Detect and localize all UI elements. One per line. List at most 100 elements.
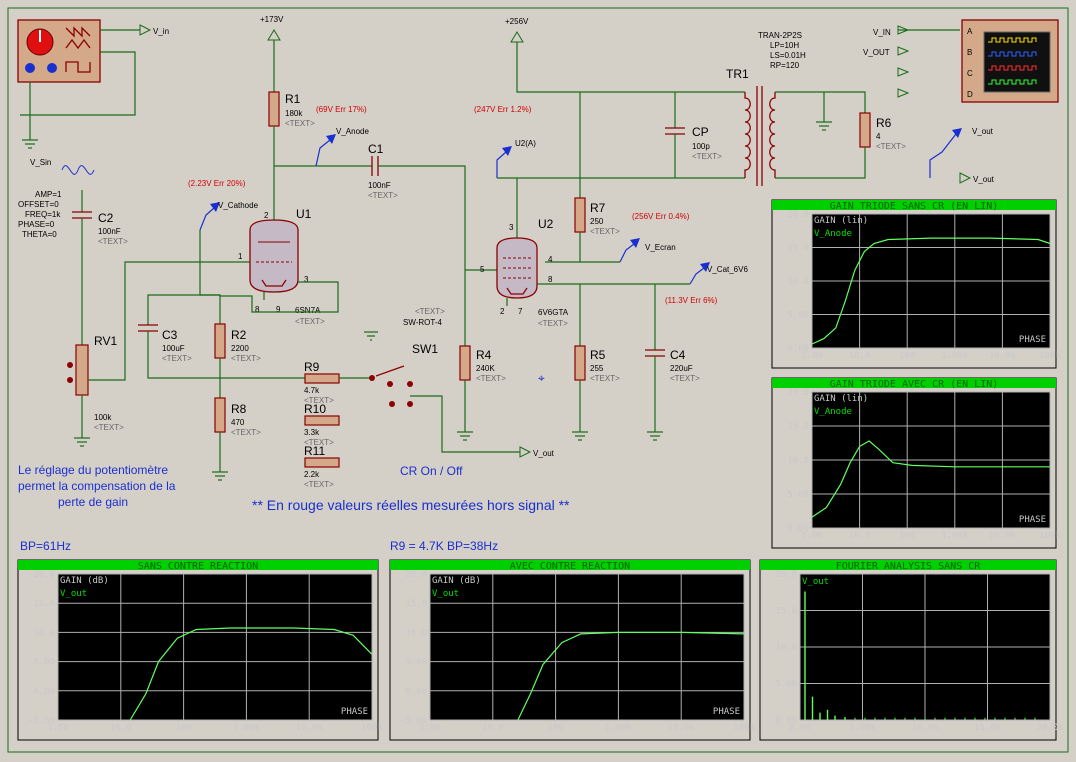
r11-body[interactable] bbox=[304, 457, 340, 468]
r6-text: <TEXT> bbox=[876, 142, 906, 151]
u1-pin-2: 2 bbox=[264, 211, 269, 220]
r10-value: 3.3k bbox=[304, 428, 320, 437]
u2-pin-4: 4 bbox=[548, 255, 553, 264]
cursor-marker: ⌖ bbox=[538, 371, 545, 385]
r9-ref: R9 bbox=[304, 360, 320, 374]
r7-body[interactable] bbox=[574, 197, 586, 233]
cat-measured: (11.3V Err 6%) bbox=[665, 296, 718, 305]
graph-trace-label: V_out bbox=[60, 589, 87, 599]
graph-x-tick: 100 bbox=[899, 531, 915, 541]
r9-body[interactable] bbox=[304, 373, 340, 384]
probe-u2a: U2(A) bbox=[515, 139, 536, 148]
graph-trace bbox=[811, 440, 1050, 518]
tr1-transformer[interactable] bbox=[744, 86, 776, 186]
u2-pin-8: 8 bbox=[548, 275, 553, 284]
graph-x-tick: 1.00k bbox=[941, 351, 969, 361]
graph-x-tick: 0.00 bbox=[789, 723, 811, 733]
graph-y-tick: 15.0 bbox=[405, 599, 427, 609]
u2-pin-5: 5 bbox=[480, 265, 485, 274]
graph-y-label: GAIN (dB) bbox=[60, 576, 109, 586]
sin-param-amp: AMP=1 bbox=[35, 190, 62, 199]
graph-y-tick: 15.0 bbox=[787, 422, 809, 432]
u1-text: <TEXT> bbox=[295, 317, 325, 326]
probe-anode: V_Anode bbox=[336, 127, 369, 136]
graph-fourier-analysis[interactable]: FOURIER ANALYSIS SANS CR 0.00 5.00k 10.0k 15… bbox=[759, 559, 1064, 741]
u1-pin-9: 9 bbox=[276, 305, 281, 314]
graph-trace-label: V_Anode bbox=[814, 229, 852, 239]
r2-value: 2200 bbox=[231, 344, 249, 353]
graph-x-tick: 10.0k bbox=[911, 723, 939, 733]
r10-ref: R10 bbox=[304, 402, 326, 416]
cp-text: <TEXT> bbox=[692, 152, 722, 161]
vsin-label: V_Sin bbox=[30, 158, 51, 167]
r7-text: <TEXT> bbox=[590, 227, 620, 236]
graph-phase-label: PHASE bbox=[1019, 335, 1046, 345]
r6-value: 4 bbox=[876, 132, 881, 141]
r1-ref: R1 bbox=[285, 92, 301, 106]
signal-generator[interactable] bbox=[17, 19, 101, 83]
cp-value: 100p bbox=[692, 142, 710, 151]
graph-title: FOURIER ANALYSIS SANS CR bbox=[836, 561, 981, 572]
oscilloscope[interactable] bbox=[961, 19, 1059, 103]
supply-173v: +173V bbox=[260, 15, 284, 24]
cp-ref: CP bbox=[692, 125, 709, 139]
r4-ref: R4 bbox=[476, 348, 492, 362]
c4-ref: C4 bbox=[670, 348, 686, 362]
pot-note-line2: permet la compensation de la bbox=[18, 479, 176, 493]
graph-trace bbox=[811, 237, 1051, 345]
red-values-note: ** En rouge valeurs réelles mesurées hor… bbox=[252, 497, 570, 513]
r6-body[interactable] bbox=[859, 112, 871, 148]
graph-x-tick: 10.0 bbox=[849, 351, 871, 361]
graph-x-tick: 15.0k bbox=[974, 723, 1002, 733]
graph-y-tick: 20.0 bbox=[787, 388, 809, 398]
r5-ref: R5 bbox=[590, 348, 606, 362]
graph-x-tick: 5.00k bbox=[849, 723, 877, 733]
scope-channel-d: D bbox=[967, 90, 973, 99]
graph-y-tick: 10.0 bbox=[405, 628, 427, 638]
graph-y-tick: 0.00 bbox=[775, 716, 797, 726]
tr1-ref: TR1 bbox=[726, 67, 749, 81]
graph-y-tick: 0.00 bbox=[787, 524, 809, 534]
c2-ref: C2 bbox=[98, 211, 114, 225]
r7-value: 250 bbox=[590, 217, 604, 226]
graph-x-tick: 10.0k bbox=[296, 723, 324, 733]
graph-x-tick: 10.0k bbox=[989, 351, 1017, 361]
r4-body[interactable] bbox=[459, 345, 471, 381]
c4-text: <TEXT> bbox=[670, 374, 700, 383]
rv1-text: <TEXT> bbox=[94, 423, 124, 432]
graph-title: GAIN TRIODE AVEC CR (EN LIN) bbox=[830, 379, 999, 390]
graph-x-tick: 100 bbox=[175, 723, 191, 733]
rv1-body[interactable] bbox=[75, 344, 89, 396]
u2-text: <TEXT> bbox=[538, 319, 568, 328]
r8-body[interactable] bbox=[214, 397, 226, 433]
sw1-rotary-switch[interactable] bbox=[369, 365, 413, 407]
r7-ref: R7 bbox=[590, 201, 606, 215]
u1-triode[interactable] bbox=[249, 219, 299, 293]
vin-label: V_in bbox=[153, 27, 169, 36]
tr1-param-ls: LS=0.01H bbox=[770, 51, 806, 60]
r1-body[interactable] bbox=[268, 91, 280, 127]
graph-x-tick: 1.00 bbox=[801, 531, 823, 541]
u2-pentode[interactable] bbox=[496, 237, 538, 299]
c4-value: 220uF bbox=[670, 364, 693, 373]
u2-ref: U2 bbox=[538, 217, 554, 231]
r5-body[interactable] bbox=[574, 345, 586, 381]
graph-y-tick: 15.0 bbox=[787, 244, 809, 254]
r8-ref: R8 bbox=[231, 402, 247, 416]
u2-pin-2: 2 bbox=[500, 307, 505, 316]
c2-text: <TEXT> bbox=[98, 237, 128, 246]
graph-y-tick: 10.0 bbox=[33, 628, 55, 638]
r11-value: 2.2k bbox=[304, 470, 320, 479]
sw1-value: SW-ROT-4 bbox=[403, 318, 443, 327]
r10-body[interactable] bbox=[304, 415, 340, 426]
r9-value: 4.7k bbox=[304, 386, 320, 395]
graph-y-tick: 10.0 bbox=[787, 277, 809, 287]
supply-256v: +256V bbox=[505, 17, 529, 26]
graph-title: SANS CONTRE REACTION bbox=[138, 561, 258, 572]
rv1-ref: RV1 bbox=[94, 334, 117, 348]
r2-body[interactable] bbox=[214, 323, 226, 359]
